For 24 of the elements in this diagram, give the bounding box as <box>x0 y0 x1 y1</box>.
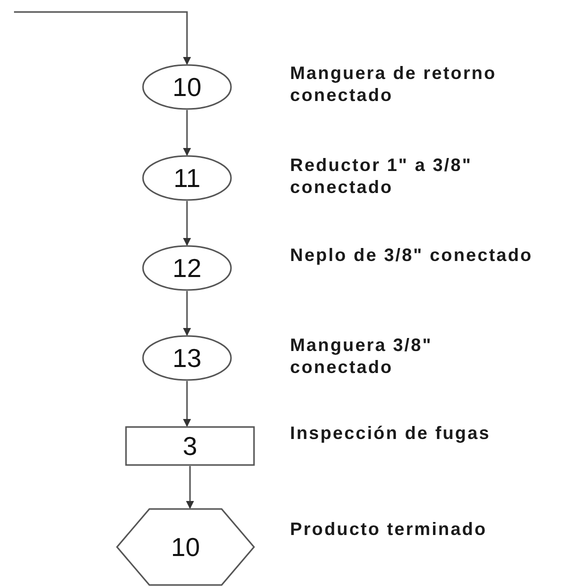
step-number: 10 <box>171 534 200 560</box>
end-hexagon <box>116 508 255 586</box>
step-description: Manguera de retorno conectado <box>290 62 498 106</box>
operation-circle <box>142 245 232 291</box>
step-number: 13 <box>172 345 202 371</box>
step-description: Manguera 3/8" conectado <box>290 334 434 378</box>
inspection-box <box>125 426 255 466</box>
step-description: Inspección de fugas <box>290 422 492 444</box>
operation-circle <box>142 155 232 201</box>
arrow <box>183 291 191 336</box>
step-description: Reductor 1" a 3/8" conectado <box>290 154 474 198</box>
step-description: Producto terminado <box>290 518 488 540</box>
operation-circle <box>142 64 232 110</box>
operation-circle <box>142 335 232 381</box>
step-description: Neplo de 3/8" conectado <box>290 244 534 266</box>
step-number: 11 <box>174 165 200 191</box>
arrow <box>14 11 191 65</box>
arrow <box>183 201 191 246</box>
arrow <box>183 110 191 156</box>
step-number: 3 <box>182 433 198 459</box>
arrow <box>183 381 191 427</box>
arrow <box>186 466 194 509</box>
step-number: 10 <box>172 74 202 100</box>
step-number: 12 <box>172 255 202 281</box>
